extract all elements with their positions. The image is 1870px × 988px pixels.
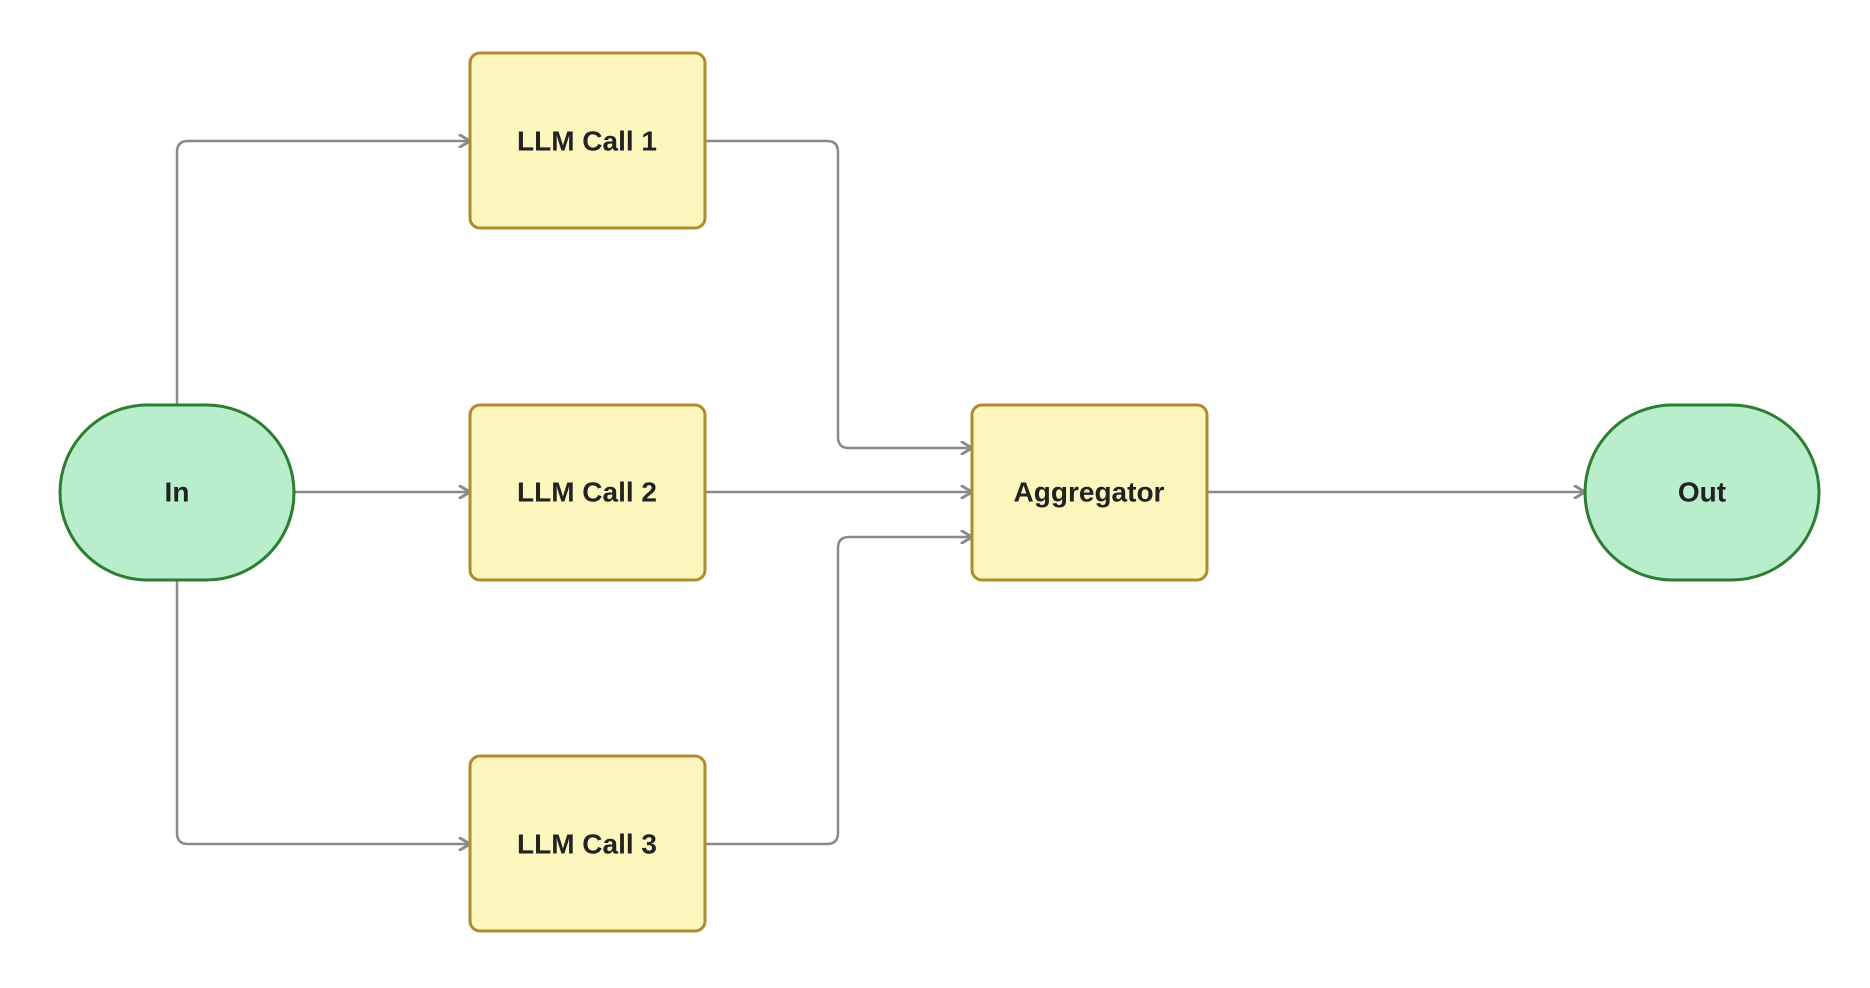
node-llm-call-2-shape	[468, 403, 707, 582]
node-llm-call-1-label: LLM Call 1	[517, 126, 657, 157]
node-llm-call-1-shape	[468, 51, 707, 230]
edge-in-to-llm-call-3	[175, 580, 469, 844]
node-llm-call-1: LLM Call 1	[468, 51, 707, 230]
node-in-shape	[58, 403, 296, 582]
node-llm-call-2: LLM Call 2	[468, 403, 707, 582]
node-llm-call-3: LLM Call 3	[468, 754, 707, 933]
node-in-label: In	[165, 477, 190, 508]
node-llm-call-2-label: LLM Call 2	[517, 477, 657, 508]
node-aggregator-shape	[970, 403, 1209, 582]
node-aggregator-label: Aggregator	[1014, 477, 1165, 508]
node-out-shape	[1583, 403, 1821, 582]
node-out: Out	[1583, 403, 1821, 582]
node-in: In	[58, 403, 296, 582]
edge-in-to-llm-call-1	[175, 141, 469, 405]
node-llm-call-3-shape	[468, 754, 707, 933]
edge-llm-call-1-to-aggregator	[706, 139, 971, 448]
edge-llm-call-3-to-aggregator	[706, 537, 971, 846]
edges	[175, 139, 1584, 846]
node-llm-call-3-label: LLM Call 3	[517, 829, 657, 860]
node-aggregator: Aggregator	[970, 403, 1209, 582]
node-out-label: Out	[1678, 477, 1726, 508]
